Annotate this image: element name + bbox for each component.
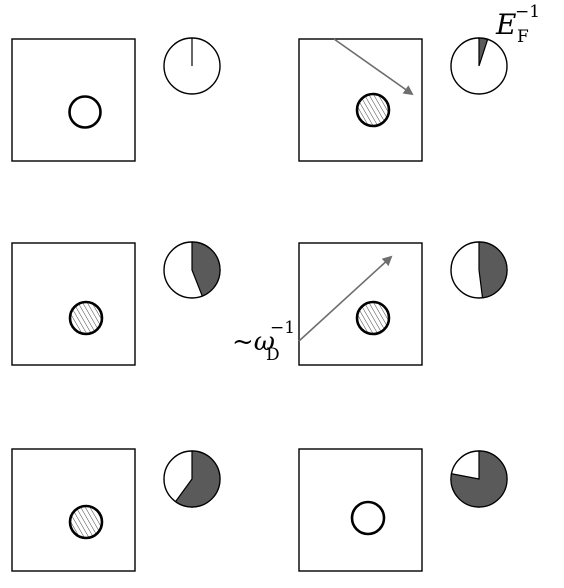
panel-5 [11, 448, 136, 572]
pie-5 [163, 450, 221, 508]
panel-4-square [298, 242, 423, 366]
panel-3 [11, 242, 136, 366]
debye-arrow [298, 255, 393, 342]
panel-5-square [11, 448, 136, 572]
panel-2 [298, 38, 423, 162]
pie-2 [450, 37, 508, 95]
panel-5-circle [68, 504, 104, 540]
pie-3-wedge [191, 241, 221, 297]
pie-6 [450, 450, 508, 508]
panel-3-circle [68, 300, 104, 336]
panel-4-circle [355, 300, 391, 336]
debye-label-sub: D [266, 345, 280, 365]
pie-6-wedge [450, 450, 508, 508]
panel-6-square [298, 448, 423, 572]
pie-4 [450, 241, 508, 299]
panel-2-circle [355, 92, 391, 128]
panel-3-square [11, 242, 136, 366]
debye-label: ~ω [232, 327, 275, 357]
panel-6 [298, 448, 423, 572]
pie-2-wedge [478, 37, 489, 67]
pie-1 [163, 37, 221, 95]
panel-1-square [11, 38, 136, 162]
fermi-label: E [495, 8, 516, 41]
panel-6-circle [350, 500, 386, 536]
debye-label-sup: −1 [270, 318, 295, 338]
panel-4 [298, 242, 423, 366]
panel-2-square [298, 38, 423, 162]
fermi-arrow [333, 38, 414, 96]
pie-5-wedge [174, 450, 221, 508]
panel-1-circle [68, 95, 102, 129]
panel-1 [11, 38, 136, 162]
pie-3 [163, 241, 221, 299]
pie-4-wedge [478, 241, 508, 299]
fermi-label-sub: F [517, 27, 529, 47]
fermi-label-sup: −1 [515, 2, 540, 22]
